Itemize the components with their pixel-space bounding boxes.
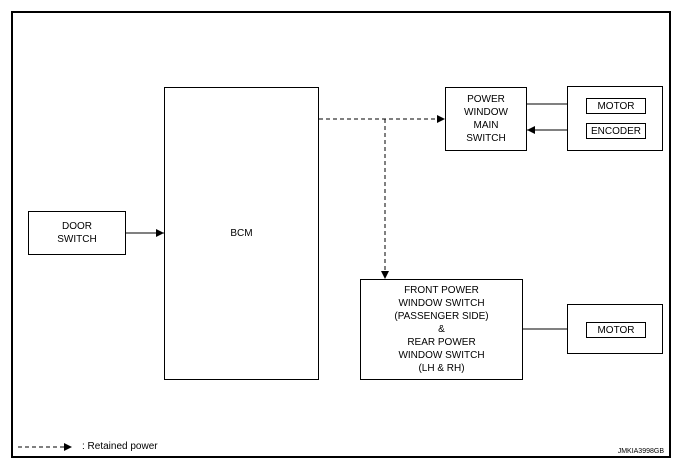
legend-text: : Retained power <box>82 441 158 452</box>
motor-bottom-label: MOTOR <box>597 324 635 336</box>
motor-top-block: MOTOR <box>586 98 646 114</box>
door-switch-block: DOOR SWITCH <box>28 211 126 255</box>
power-window-main-switch-block: POWER WINDOW MAIN SWITCH <box>445 87 527 151</box>
figure-code: JMKIA3998GB <box>617 448 664 455</box>
bcm-block: BCM <box>164 87 319 380</box>
legend: : Retained power <box>78 441 158 452</box>
motor-bottom-block: MOTOR <box>586 322 646 338</box>
front-rear-power-window-switch-label: FRONT POWER WINDOW SWITCH (PASSENGER SID… <box>394 285 489 374</box>
diagram-frame <box>11 11 671 458</box>
motor-top-label: MOTOR <box>597 100 635 112</box>
encoder-block: ENCODER <box>586 123 646 139</box>
motor-encoder-group: MOTOR ENCODER <box>567 86 663 151</box>
front-rear-power-window-switch-block: FRONT POWER WINDOW SWITCH (PASSENGER SID… <box>360 279 523 380</box>
encoder-label: ENCODER <box>590 125 641 137</box>
bcm-label: BCM <box>230 228 253 239</box>
door-switch-label: DOOR SWITCH <box>57 221 97 245</box>
motor-bottom-group: MOTOR <box>567 304 663 354</box>
power-window-main-switch-label: POWER WINDOW MAIN SWITCH <box>464 94 508 144</box>
